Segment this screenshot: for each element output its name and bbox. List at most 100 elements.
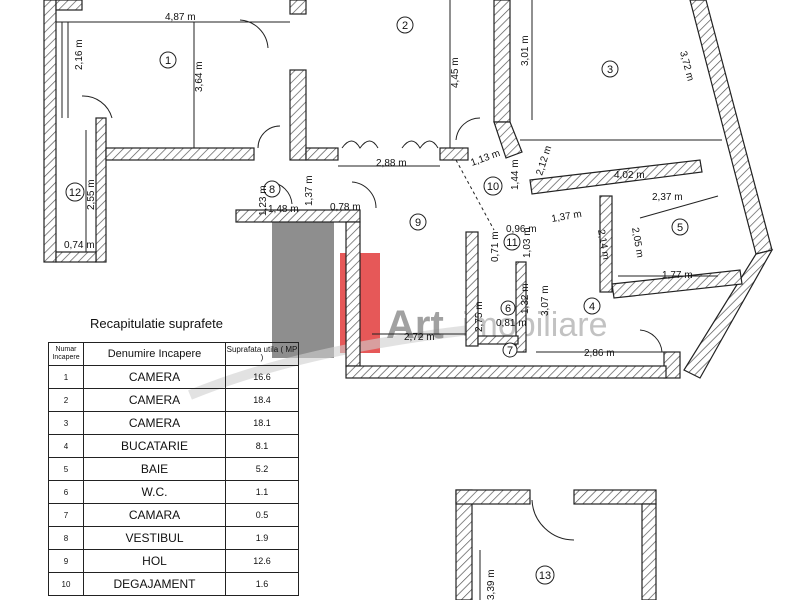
wall-hol-right	[465, 231, 479, 347]
room-name-cell: W.C.	[83, 480, 226, 504]
area-cell: 1.6	[225, 572, 299, 596]
dim-255: 2,55 m	[86, 179, 97, 210]
wall-hol-top-right	[439, 147, 469, 161]
area-cell: 12.6	[225, 549, 299, 573]
room-number-3: 3	[607, 64, 613, 76]
room-number-cell: 2	[48, 388, 84, 412]
dim-272: 2,72 m	[404, 332, 435, 343]
room-name-cell: CAMERA	[83, 388, 226, 412]
wall-top-left	[55, 0, 83, 11]
room-number-cell: 8	[48, 526, 84, 550]
summary-table: Numar Incapere Denumire Incapere Suprafa…	[48, 342, 299, 596]
header-room-name: Denumire Incapere	[83, 342, 226, 366]
room-number-cell: 10	[48, 572, 84, 596]
dim-275: 2,75 m	[474, 301, 485, 332]
wall-room12-right	[95, 117, 107, 263]
room-number-cell: 5	[48, 457, 84, 481]
summary-title: Recapitulatie suprafete	[90, 316, 223, 331]
plan-lines	[56, 0, 722, 600]
room-number-cell: 4	[48, 434, 84, 458]
wall-bottom	[345, 365, 667, 379]
wall-2-3-diag	[493, 121, 523, 159]
dim-339: 3,39 m	[486, 569, 497, 600]
summary-header-row: Numar Incapere Denumire Incapere Suprafa…	[48, 342, 299, 366]
room-name-cell: CAMARA	[83, 503, 226, 527]
dim-113: 1,13 m	[469, 148, 501, 169]
area-cell: 1.9	[225, 526, 299, 550]
area-cell: 18.4	[225, 388, 299, 412]
dim-372: 3,72 m	[677, 50, 696, 82]
wall-room3-bottom	[529, 159, 703, 195]
room-number-11: 11	[506, 237, 517, 249]
room-name-cell: DEGAJAMENT	[83, 572, 226, 596]
room-number-cell: 7	[48, 503, 84, 527]
dim-402: 4,02 m	[614, 170, 645, 181]
area-cell: 18.1	[225, 411, 299, 435]
area-cell: 8.1	[225, 434, 299, 458]
area-cell: 16.6	[225, 365, 299, 389]
room-number-10: 10	[487, 181, 499, 193]
wall-room13-right	[641, 503, 657, 600]
wall-2-3	[493, 0, 511, 123]
room-number-4: 4	[589, 301, 595, 313]
dim-103: 1,03 m	[522, 227, 533, 258]
dim-144: 1,44 m	[510, 159, 521, 190]
wall-left-outer	[43, 0, 57, 263]
area-cell: 5.2	[225, 457, 299, 481]
dim-212: 2,12 m	[534, 144, 554, 176]
room-name-cell: VESTIBUL	[83, 526, 226, 550]
wall-right-lower	[683, 249, 774, 379]
room-name-cell: BUCATARIE	[83, 434, 226, 458]
room-number-cell: 1	[48, 365, 84, 389]
wall-vestibul-bottom	[235, 209, 361, 223]
header-area: Suprafata utila ( MP )	[225, 342, 299, 366]
room-name-cell: CAMERA	[83, 365, 226, 389]
wall-room1-bottom	[105, 147, 255, 161]
wall-1-2	[289, 69, 307, 161]
dim-301: 3,01 m	[520, 35, 531, 66]
dim-214: 2,14 m	[595, 229, 611, 261]
room-number-9: 9	[415, 217, 421, 229]
dim-286: 2,86 m	[584, 348, 615, 359]
dim-445: 4,45 m	[450, 57, 461, 88]
walls	[43, 0, 774, 600]
room-number-12: 12	[69, 187, 81, 199]
dimension-labels: 4,87 m 2,16 m 3,64 m 4,45 m 3,01 m 3,72 …	[64, 12, 696, 600]
room-labels: 1 2 3 4 5 6 7 8 9 10 11 12 13	[65, 16, 689, 585]
wall-wc-bottom	[477, 335, 519, 345]
wall-room13-top-right	[573, 489, 657, 505]
wall-hol-top-left	[305, 147, 339, 161]
dim-071: 0,71 m	[490, 231, 501, 262]
dim-364: 3,64 m	[194, 61, 205, 92]
dim-307: 3,07 m	[540, 285, 551, 316]
wall-hol-left	[345, 221, 361, 367]
room-number-1: 1	[165, 55, 171, 67]
wall-bath-bottom	[611, 269, 743, 299]
dim-137a: 1,37 m	[304, 175, 315, 206]
dim-096: 0,96 m	[506, 224, 537, 235]
room-name-cell: BAIE	[83, 457, 226, 481]
wall-bath-left	[599, 195, 613, 293]
door-room1	[239, 19, 269, 49]
dim-177: 1,77 m	[662, 270, 693, 281]
watermark-brand: Art	[386, 303, 444, 347]
room-name-cell: HOL	[83, 549, 226, 573]
dim-074: 0,74 m	[64, 240, 95, 251]
dim-123: 1,23 m	[258, 185, 269, 216]
room-number-6: 6	[505, 303, 511, 315]
area-cell: 1.1	[225, 480, 299, 504]
dim-205: 2,05 m	[629, 227, 645, 259]
room-number-8: 8	[269, 184, 275, 196]
room-number-cell: 6	[48, 480, 84, 504]
dim-148: 1,48 m	[268, 204, 299, 215]
room-name-cell: CAMERA	[83, 411, 226, 435]
